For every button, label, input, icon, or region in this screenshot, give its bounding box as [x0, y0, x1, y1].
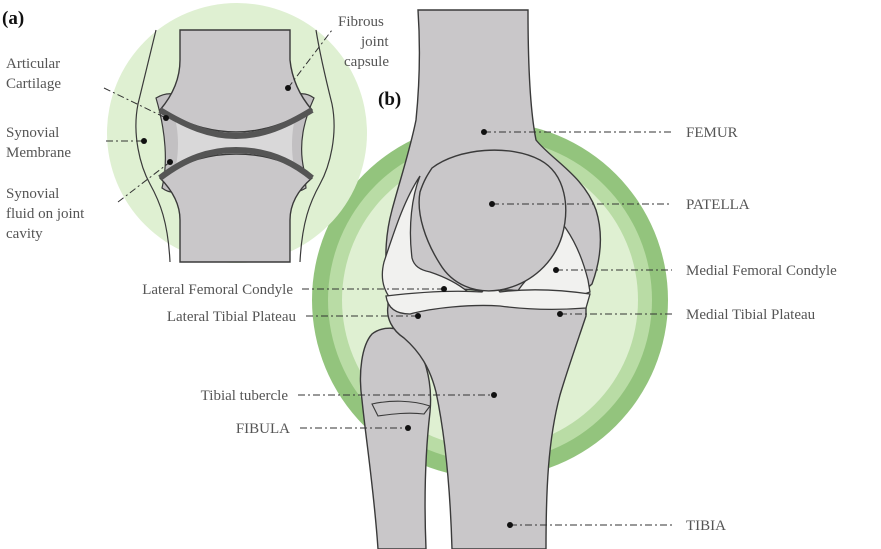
fibula-dot — [405, 425, 411, 431]
label-medial-condyle: Medial Femoral Condyle — [686, 263, 837, 279]
label-tibial-tubercle: Tibial tubercle — [201, 388, 289, 404]
lateral-condyle-dot — [441, 286, 447, 292]
label-synovial-fluid-3: cavity — [6, 226, 43, 242]
label-synovial-membrane-2: Membrane — [6, 145, 71, 161]
label-articular-2: Cartilage — [6, 76, 61, 92]
label-fibula: FIBULA — [236, 421, 290, 437]
lateral-plateau-dot — [415, 313, 421, 319]
fibrous-capsule-dot — [285, 85, 291, 91]
panel-a-letter: (a) — [2, 8, 24, 29]
label-femur: FEMUR — [686, 125, 738, 141]
label-articular-1: Articular — [6, 56, 60, 72]
femur-dot — [481, 129, 487, 135]
label-medial-plateau: Medial Tibial Plateau — [686, 307, 816, 323]
label-synovial-fluid-1: Synovial — [6, 186, 59, 202]
label-lateral-condyle: Lateral Femoral Condyle — [142, 282, 293, 298]
medial-condyle-dot — [553, 267, 559, 273]
synovial-fluid-dot — [167, 159, 173, 165]
fibula-bone — [360, 328, 430, 549]
label-synovial-membrane-1: Synovial — [6, 125, 59, 141]
articular-cartilage-dot — [163, 115, 169, 121]
lower-bone — [160, 154, 312, 262]
label-tibia: TIBIA — [686, 518, 726, 534]
label-fibrous-2: joint — [360, 34, 389, 50]
synovial-membrane-dot — [141, 138, 147, 144]
panel-b-letter: (b) — [378, 89, 401, 110]
tibial-tubercle-dot — [491, 392, 497, 398]
patella-dot — [489, 201, 495, 207]
label-patella: PATELLA — [686, 197, 750, 213]
upper-bone — [160, 30, 312, 132]
label-synovial-fluid-2: fluid on joint — [6, 206, 85, 222]
label-lateral-plateau: Lateral Tibial Plateau — [167, 309, 297, 325]
tibia-dot — [507, 522, 513, 528]
label-fibrous-1: Fibrous — [338, 14, 384, 30]
medial-plateau-dot — [557, 311, 563, 317]
label-fibrous-3: capsule — [344, 54, 389, 70]
